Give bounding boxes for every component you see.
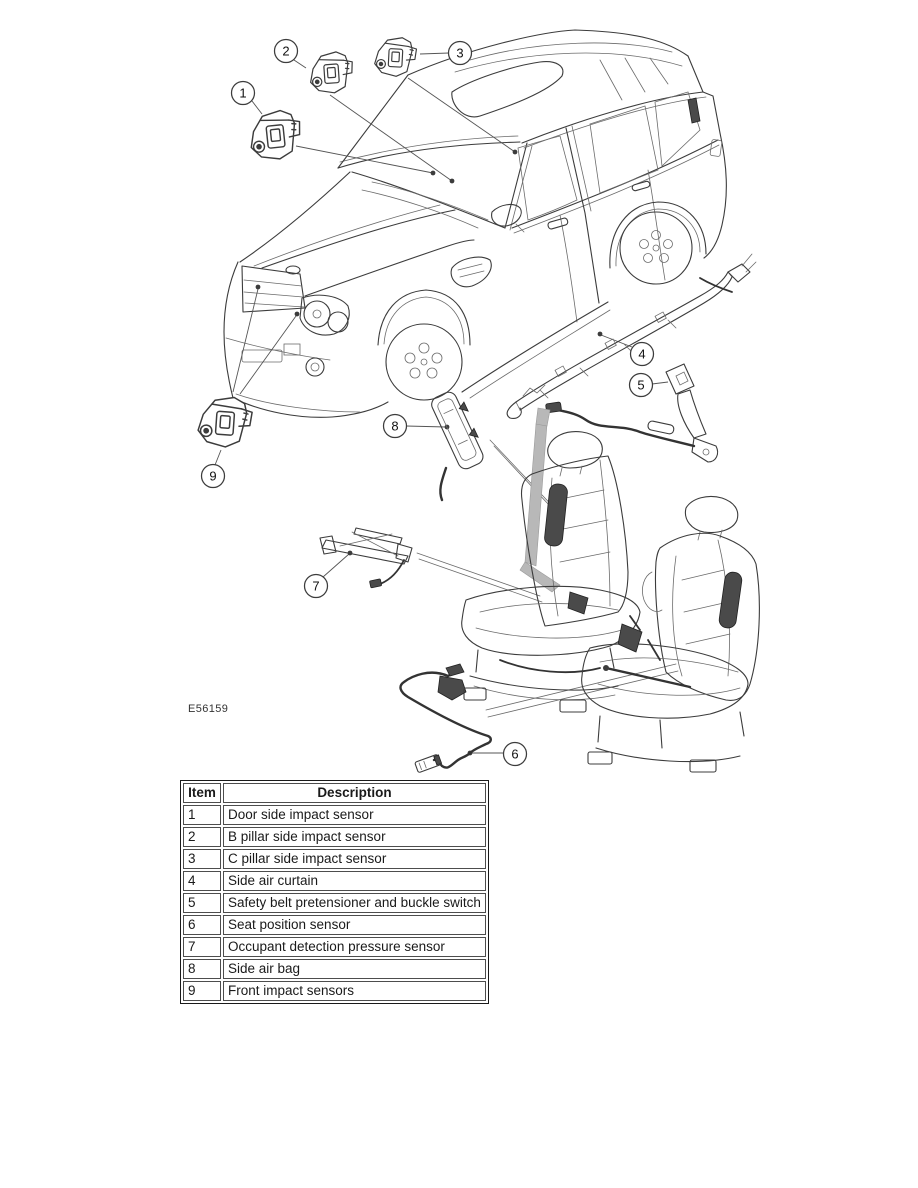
legend-row: 2 B pillar side impact sensor	[183, 827, 486, 847]
legend-item-number: 5	[183, 893, 221, 913]
front-seats-drawing	[461, 407, 760, 773]
callout-9: 9	[200, 463, 226, 489]
svg-text:2: 2	[282, 44, 289, 59]
front-impact-sensor-drawing	[196, 394, 254, 450]
callout-6: 6	[502, 741, 528, 767]
legend-item-description: Safety belt pretensioner and buckle swit…	[223, 893, 486, 913]
legend-item-number: 2	[183, 827, 221, 847]
door-side-impact-sensor-drawing	[247, 107, 304, 163]
legend-item-number: 8	[183, 959, 221, 979]
svg-text:8: 8	[391, 419, 398, 434]
legend-row: 5 Safety belt pretensioner and buckle sw…	[183, 893, 486, 913]
svg-text:6: 6	[511, 747, 518, 762]
svg-text:1: 1	[239, 86, 246, 101]
legend-row: 8 Side air bag	[183, 959, 486, 979]
legend-item-description: Front impact sensors	[223, 981, 486, 1001]
callout-2: 2	[273, 38, 299, 64]
callout-8: 8	[382, 413, 408, 439]
legend-item-description: Side air bag	[223, 959, 486, 979]
legend-item-description: Occupant detection pressure sensor	[223, 937, 486, 957]
legend-row: 3 C pillar side impact sensor	[183, 849, 486, 869]
legend-row: 1 Door side impact sensor	[183, 805, 486, 825]
legend-header-row: Item Description	[183, 783, 486, 803]
figure-code: E56159	[188, 703, 228, 715]
leader-lines	[214, 52, 679, 756]
legend-item-number: 3	[183, 849, 221, 869]
legend-header-item: Item	[183, 783, 221, 803]
legend-item-number: 1	[183, 805, 221, 825]
belt-pretensioner-drawing	[545, 363, 719, 463]
legend-item-description: B pillar side impact sensor	[223, 827, 486, 847]
b-pillar-side-impact-sensor-drawing	[308, 50, 355, 96]
svg-text:3: 3	[456, 46, 463, 61]
leader-dots	[255, 149, 603, 756]
svg-text:4: 4	[638, 347, 645, 362]
side-air-bag-drawing	[431, 391, 484, 502]
legend-header-description: Description	[223, 783, 486, 803]
occupant-detection-sensor-drawing	[319, 527, 413, 589]
legend-item-description: Door side impact sensor	[223, 805, 486, 825]
side-air-curtain-drawing	[506, 253, 757, 419]
callout-1: 1	[230, 80, 256, 106]
legend-item-number: 9	[183, 981, 221, 1001]
callout-5: 5	[628, 372, 654, 398]
legend-table: Item Description 1 Door side impact sens…	[180, 780, 489, 1004]
svg-text:7: 7	[312, 579, 319, 594]
legend-row: 7 Occupant detection pressure sensor	[183, 937, 486, 957]
legend-item-number: 4	[183, 871, 221, 891]
legend-item-description: C pillar side impact sensor	[223, 849, 486, 869]
seat-position-sensor-drawing	[399, 663, 492, 773]
svg-text:5: 5	[637, 378, 644, 393]
legend-item-number: 6	[183, 915, 221, 935]
callout-3: 3	[447, 40, 473, 66]
legend-row: 6 Seat position sensor	[183, 915, 486, 935]
callout-7: 7	[303, 573, 329, 599]
legend-row: 4 Side air curtain	[183, 871, 486, 891]
c-pillar-side-impact-sensor-drawing	[373, 35, 418, 78]
legend-item-description: Seat position sensor	[223, 915, 486, 935]
legend-item-number: 7	[183, 937, 221, 957]
callout-4: 4	[629, 341, 655, 367]
legend-row: 9 Front impact sensors	[183, 981, 486, 1001]
restraint-system-diagram: 1 2 3 4 5 6 7 8 9 E56159	[188, 29, 760, 773]
vehicle-illustration	[223, 29, 727, 418]
legend-item-description: Side air curtain	[223, 871, 486, 891]
svg-text:9: 9	[209, 469, 216, 484]
